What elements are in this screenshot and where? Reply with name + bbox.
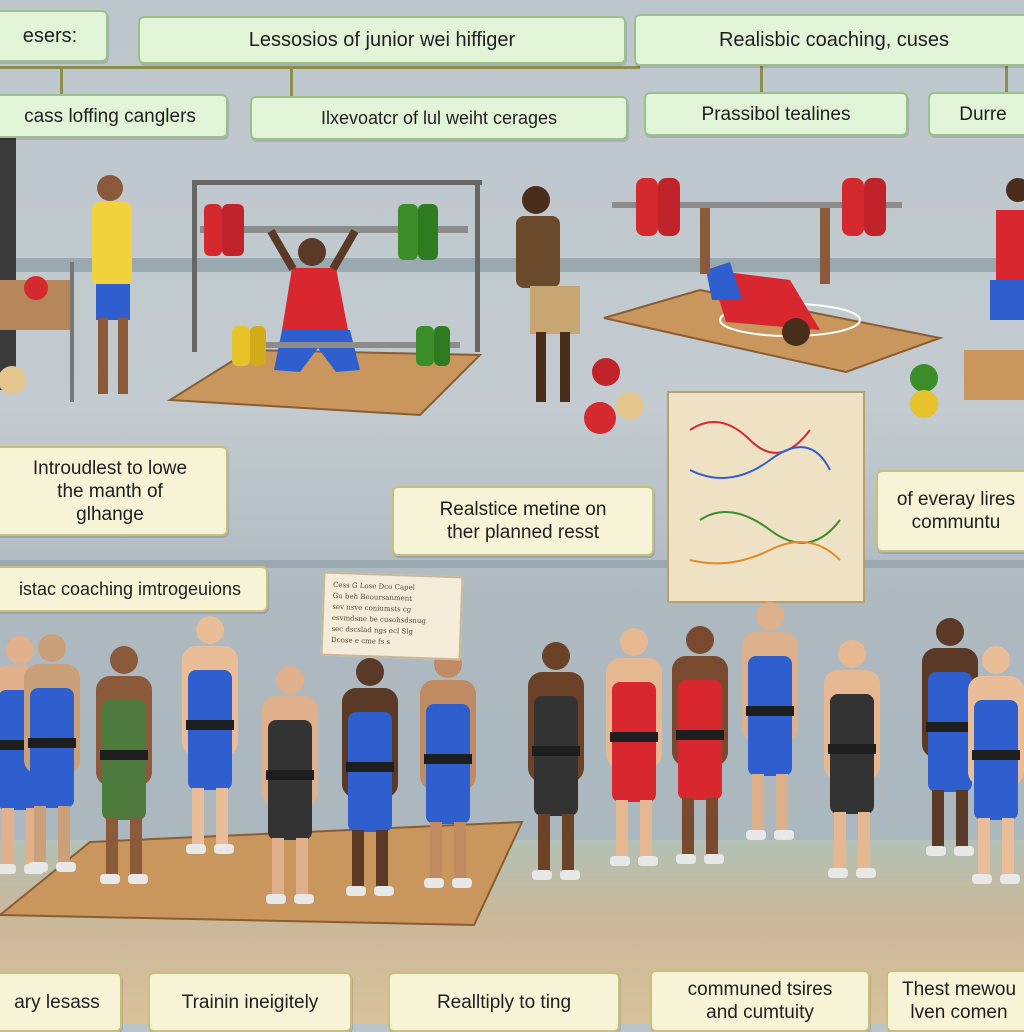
athlete-bench-press — [700, 208, 830, 346]
label-bottom-5: Thest mewou lven comen — [886, 970, 1024, 1032]
label-bottom-1: ary lesass — [0, 972, 122, 1032]
label-mid-3: of everay lires communtu — [876, 470, 1024, 552]
label-mid-1: Introudlest to lowe the manth of glhange — [0, 446, 228, 536]
label-top-3: Realisbic coaching, cuses — [634, 14, 1024, 66]
barbell-overhead-2 — [612, 178, 902, 236]
lineup-athlete — [742, 602, 798, 840]
label-sub-2: Ilxevoatcr of lul weiht cerages — [250, 96, 628, 140]
wall-rail — [0, 258, 1024, 272]
connector-wire — [0, 66, 640, 69]
athlete-squatting — [267, 228, 360, 372]
lineup-athlete — [262, 666, 318, 904]
lineup-athlete — [182, 616, 238, 854]
connector-wire — [760, 66, 763, 96]
label-top-2: Lessosios of junior wei hiffiger — [138, 16, 626, 64]
lineup-athlete — [96, 646, 152, 884]
lineup-athlete — [968, 646, 1024, 884]
barbell-floor-1 — [232, 326, 460, 366]
lineup-athlete — [672, 626, 728, 864]
lineup-athlete — [606, 628, 662, 866]
lineup-athlete — [824, 640, 880, 878]
label-sub-3: Prassibol tealines — [644, 92, 908, 136]
connector-wire — [1005, 66, 1008, 96]
label-sub-4: Durre — [928, 92, 1024, 136]
connector-wire — [290, 66, 293, 96]
lineup-athlete — [420, 650, 476, 888]
wall-rail — [0, 560, 1024, 568]
label-mid-2: Realstice metine on ther planned resst — [392, 486, 654, 556]
connector-wire — [60, 66, 63, 96]
lifting-platform-1 — [166, 180, 483, 417]
coach-brown-shirt — [516, 186, 644, 434]
label-mid-4: istac coaching imtrogeuions — [0, 566, 268, 612]
coach-yellow-shirt — [70, 175, 132, 402]
label-bottom-3: Realltiply to ting — [388, 972, 620, 1032]
lineup-athlete — [342, 658, 398, 896]
handwritten-note-card: Cess G Lose Dco Capel Gu beh Beoursanmen… — [320, 571, 464, 661]
label-bottom-4: communed tsires and cumtuity — [650, 970, 870, 1032]
training-chart-poster — [667, 391, 865, 603]
lineup-athlete — [922, 618, 978, 856]
label-bottom-2: Trainin ineigitely — [148, 972, 352, 1032]
barbell-overhead-1 — [200, 204, 468, 260]
label-sub-1: cass loffing canglers — [0, 94, 228, 138]
squat-rack — [0, 130, 70, 394]
athlete-partial-right — [910, 178, 1024, 418]
lineup-athlete — [528, 642, 584, 880]
label-top-1: esers: — [0, 10, 108, 62]
lineup-athlete — [24, 634, 80, 872]
